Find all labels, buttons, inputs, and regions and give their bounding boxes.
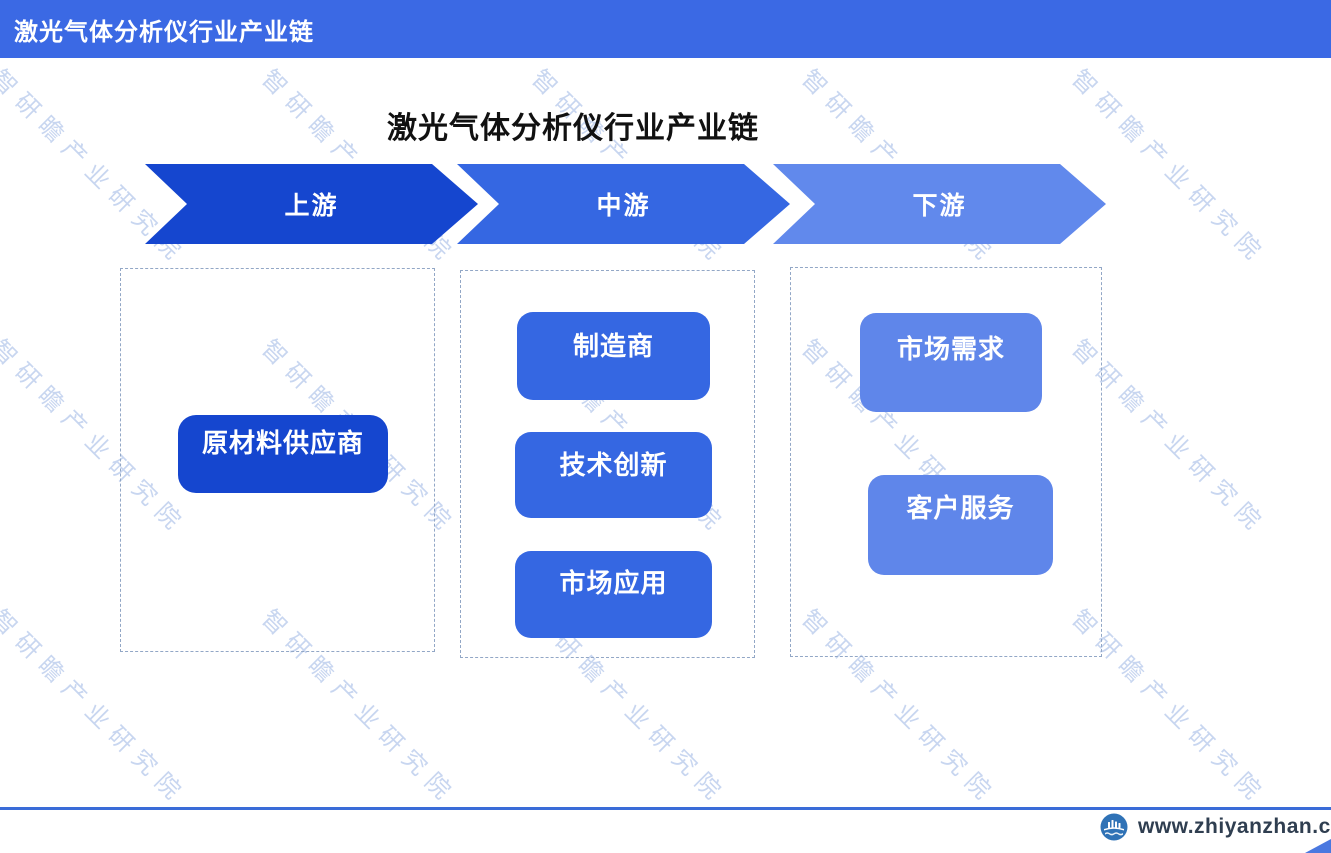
node-manufacturer: 制造商	[517, 312, 710, 400]
upstream-column-frame	[120, 268, 435, 652]
watermark-text: 智研瞻产业研究院	[1065, 65, 1272, 271]
stage-arrow-midstream: 中游	[457, 164, 790, 244]
downstream-column-frame	[790, 267, 1102, 657]
node-customer-service: 客户服务	[868, 475, 1053, 575]
stage-arrow-upstream-label: 上游	[284, 193, 339, 220]
header-bar: 激光气体分析仪行业产业链	[0, 0, 1331, 58]
node-market-application: 市场应用	[515, 551, 712, 638]
stage-arrow-midstream-label: 中游	[596, 193, 651, 220]
header-title: 激光气体分析仪行业产业链	[14, 19, 314, 46]
node-tech-innovation: 技术创新	[515, 432, 712, 518]
node-manufacturer-label: 制造商	[572, 332, 654, 361]
node-tech-innovation-label: 技术创新	[559, 451, 668, 480]
diagram-title: 激光气体分析仪行业产业链	[387, 112, 759, 145]
node-market-demand-label: 市场需求	[896, 335, 1005, 364]
node-market-demand: 市场需求	[860, 313, 1042, 412]
node-raw-material-supplier-label: 原材料供应商	[201, 429, 364, 458]
corner-accent-triangle	[1305, 839, 1331, 853]
node-market-application-label: 市场应用	[559, 569, 668, 598]
stage-arrow-downstream: 下游	[773, 164, 1106, 244]
stage-arrow-upstream: 上游	[145, 164, 478, 244]
footer-divider	[0, 807, 1331, 810]
stage-arrow-downstream-label: 下游	[912, 193, 967, 220]
node-customer-service-label: 客户服务	[906, 494, 1015, 523]
footer-url: www.zhiyanzhan.cn	[1138, 815, 1331, 838]
node-raw-material-supplier: 原材料供应商	[178, 415, 388, 493]
footer-brand: www.zhiyanzhan.cn	[1100, 813, 1331, 841]
zhiyanzhan-logo-icon	[1100, 813, 1128, 841]
midstream-column-frame	[460, 270, 755, 658]
